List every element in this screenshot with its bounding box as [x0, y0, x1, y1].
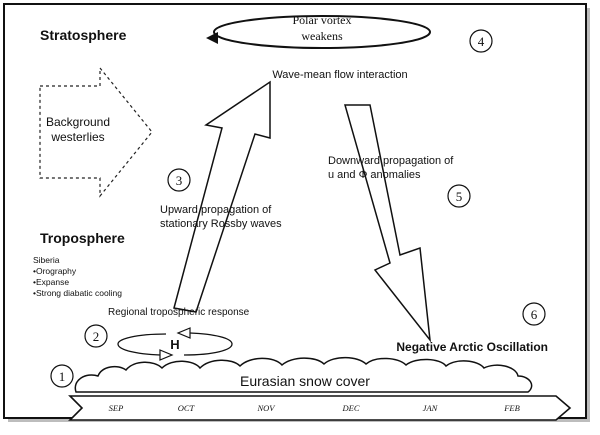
- upward-propagation-arrow: [173, 80, 271, 313]
- h-circulation-arrowhead-right: [159, 349, 174, 361]
- polar-vortex-label-line1: Polar vortex: [293, 13, 352, 27]
- month-label-jan: JAN: [423, 403, 439, 413]
- step-4-number: 4: [478, 34, 485, 49]
- siberia-note-diabatic-cooling: •Strong diabatic cooling: [33, 288, 122, 298]
- background-westerlies-label-line2: westerlies: [50, 130, 104, 144]
- regional-response-label: Regional tropospheric response: [108, 307, 250, 318]
- step-5-number: 5: [456, 189, 463, 204]
- siberia-note: Siberia: [33, 255, 60, 265]
- step-1-circle: [50, 364, 74, 388]
- upward-propagation-label-line1: Upward propagation of: [160, 204, 272, 216]
- negative-ao-label: Negative Arctic Oscillation: [396, 340, 548, 354]
- step-3-circle: [167, 168, 191, 192]
- troposphere-label: Troposphere: [40, 230, 125, 246]
- siberia-notes: Siberia •Orography •Expanse •Strong diab…: [33, 255, 122, 298]
- wave-mean-flow-label: Wave-mean flow interaction: [272, 69, 407, 81]
- month-label-sep: SEP: [109, 403, 124, 413]
- month-label-feb: FEB: [503, 403, 520, 413]
- polar-vortex-ellipse: [213, 15, 431, 49]
- month-labels: SEP OCT NOV DEC JAN FEB: [109, 403, 520, 413]
- polar-vortex-label-line2: weakens: [301, 29, 343, 43]
- step-6-circle: [522, 302, 546, 326]
- step-2-circle: [84, 324, 108, 348]
- high-pressure-label: H: [170, 337, 179, 352]
- background-westerlies-label-line1: Background: [46, 115, 110, 129]
- step-6-number: 6: [531, 307, 538, 322]
- h-circulation-left-arc: [117, 333, 167, 356]
- step-5-circle: [447, 184, 471, 208]
- upward-propagation-label-line2: stationary Rossby waves: [160, 218, 282, 230]
- polar-vortex-arrowhead: [206, 32, 218, 44]
- downward-propagation-label-line1: Downward propagation of: [328, 155, 454, 167]
- month-label-dec: DEC: [342, 403, 360, 413]
- step-3-number: 3: [176, 173, 183, 188]
- downward-propagation-label-line2: u and Φ anomalies: [328, 169, 421, 181]
- month-label-nov: NOV: [257, 403, 277, 413]
- snow-cover-cloud: [74, 356, 533, 393]
- snow-cover-label: Eurasian snow cover: [240, 373, 370, 389]
- siberia-note-orography: •Orography: [33, 266, 77, 276]
- stratosphere-label: Stratosphere: [40, 27, 127, 43]
- diagram-frame: [3, 3, 587, 419]
- step-2-number: 2: [93, 329, 100, 344]
- step-4-circle: [469, 29, 493, 53]
- h-circulation-right-arc: [183, 332, 233, 356]
- step-1-number: 1: [59, 369, 66, 384]
- downward-propagation-arrow: [344, 104, 432, 343]
- timeline-arrow: [68, 395, 572, 421]
- month-label-oct: OCT: [178, 403, 196, 413]
- siberia-note-expanse: •Expanse: [33, 277, 69, 287]
- h-circulation-arrowhead-left: [176, 327, 191, 339]
- background-westerlies-arrow: [39, 66, 153, 198]
